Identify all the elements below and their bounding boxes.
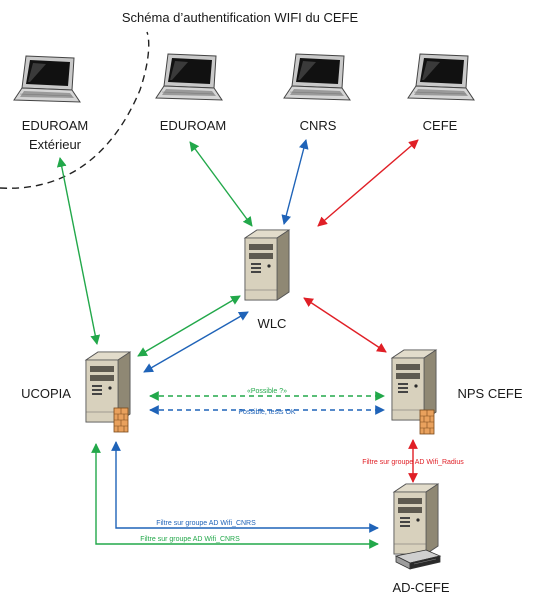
client-eduroam: EDUROAM [155,53,226,133]
link-eduroam-ext-ucopia [56,157,101,345]
server-wlc: WLC [244,229,290,331]
link-eduroam-wlc [189,141,253,227]
client-eduroam-exterior: EDUROAM Extérieur [13,55,88,152]
laptop-icon [155,53,223,101]
server-ad: AD-CEFE [392,483,450,595]
link-ucopia-ad-blue [111,441,379,533]
diagram-title: Schéma d’authentification WIFI du CEFE [122,10,359,25]
link-cnrs-wlc [281,139,309,225]
link-label-filtre-cnrs-green: Filtre sur groupe AD Wifi_CNRS [140,536,240,543]
link-cefe-wlc [317,139,419,227]
server-nps: NPS CEFE [391,349,523,435]
client-label: EDUROAM [160,118,226,133]
link-wlc-nps [303,297,387,353]
client-label: EDUROAM [22,118,88,133]
server-icon [391,349,437,421]
server-ucopia: UCOPIA [21,351,131,433]
client-cnrs: CNRS [283,53,351,133]
link-label-possible-tests: Possible, tests OK [238,409,296,416]
server-label: AD-CEFE [392,580,449,595]
laptop-icon [13,55,81,103]
server-label: NPS CEFE [457,386,522,401]
server-icon [244,229,290,301]
server-label: WLC [258,316,287,331]
link-label-filtre-cnrs-blue: Filtre sur groupe AD Wifi_CNRS [156,520,256,527]
firewall-icon [419,409,435,435]
link-wlc-ucopia-blue [143,311,249,373]
laptop-icon [407,53,475,101]
exterior-boundary [0,31,150,189]
laptop-icon [283,53,351,101]
link-label-possible-question: «Possible ?» [247,388,287,395]
client-label: CEFE [423,118,458,133]
link-ucopia-ad-green [91,443,379,549]
client-label: CNRS [300,118,337,133]
link-label-filtre-radius: Filtre sur groupe AD Wifi_Radius [362,459,464,466]
client-cefe: CEFE [407,53,475,133]
server-label: UCOPIA [21,386,71,401]
firewall-icon [113,407,129,433]
client-sublabel: Extérieur [29,137,82,152]
server-icon [393,483,439,555]
